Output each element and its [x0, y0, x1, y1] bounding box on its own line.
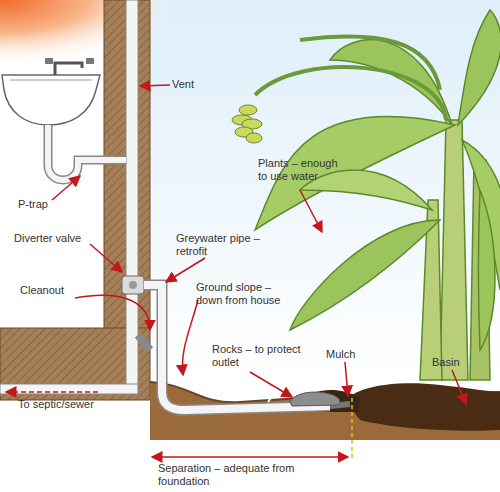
callout-label: Rocks – to protect outlet — [212, 343, 312, 369]
callout-label: Vent — [172, 78, 232, 91]
callout-label: Greywater pipe – retrofit — [176, 232, 276, 258]
callout-label: Plants – enough to use water — [258, 157, 346, 183]
callout-label: Separation – adequate from foundation — [158, 462, 298, 488]
callout-label: Basin — [432, 356, 482, 369]
callout-label: To septic/sewer — [18, 398, 128, 411]
callout-label: Mulch — [326, 348, 376, 361]
callout-label: Diverter valve — [14, 232, 94, 245]
callout-label: P-trap — [18, 198, 78, 211]
callout-label: Cleanout — [20, 284, 90, 297]
callout-label: Ground slope – down from house — [196, 281, 296, 307]
